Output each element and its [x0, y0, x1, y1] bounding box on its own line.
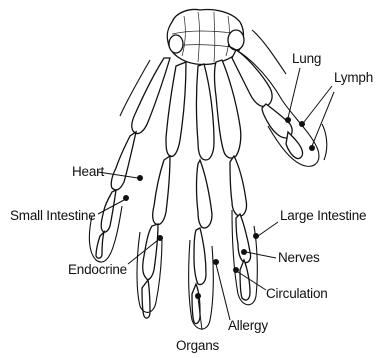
lung-label: Lung: [292, 51, 321, 66]
large-intestine-label: Large Intestine: [280, 208, 366, 223]
small-intestine-label: Small Intestine: [10, 208, 96, 223]
endocrine-label: Endocrine: [68, 262, 127, 277]
heart-label: Heart: [72, 164, 104, 179]
middle-finger-bones: [189, 64, 214, 329]
allergy-label: Allergy: [228, 318, 268, 333]
organs-label: Organs: [176, 338, 220, 353]
lymph-label: Lymph: [334, 70, 373, 85]
nerves-label: Nerves: [278, 250, 320, 265]
circulation-label: Circulation: [266, 286, 328, 301]
labels: Lung Lymph Heart Small Intestine Large I…: [10, 51, 373, 353]
